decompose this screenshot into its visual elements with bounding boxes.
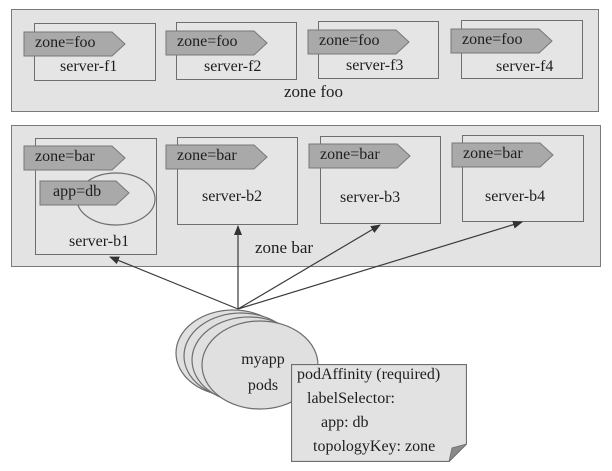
server-name: server-f1 xyxy=(60,58,118,75)
server-name: server-b4 xyxy=(485,188,546,205)
server-name: server-b1 xyxy=(69,233,130,250)
label-tag-zone-bar: zone=bar xyxy=(23,145,126,171)
label-tag-zone-foo: zone=foo xyxy=(450,28,553,54)
note-fold-corner xyxy=(448,443,467,462)
note-line-app-db: app: db xyxy=(321,414,369,431)
pods-label-line2: pods xyxy=(247,377,279,394)
arrow-to-server-b3 xyxy=(237,224,381,310)
label-tag-zone-bar: zone=bar xyxy=(451,142,554,168)
note-line-podaffinity: podAffinity (required) xyxy=(297,366,441,383)
arrow-to-server-b4 xyxy=(237,220,523,310)
label-tag-zone-bar: zone=bar xyxy=(165,144,268,170)
label-tag-zone-foo: zone=foo xyxy=(23,31,126,57)
arrow-to-server-b1 xyxy=(109,256,239,310)
note-line-labelselector: labelSelector: xyxy=(307,390,395,407)
label-tag-app-db: app=db xyxy=(39,180,130,206)
note-line-topologykey: topologyKey: zone xyxy=(313,438,436,455)
server-name: server-f3 xyxy=(346,57,404,74)
server-name: server-f4 xyxy=(496,58,554,75)
server-name: server-b2 xyxy=(202,188,263,205)
pod-affinity-note: podAffinity (required) labelSelector: ap… xyxy=(291,364,467,462)
pods-label-line1: myapp xyxy=(241,351,285,368)
label-tag-zone-foo: zone=foo xyxy=(307,29,410,55)
label-tag-zone-foo: zone=foo xyxy=(165,30,268,56)
server-name: server-f2 xyxy=(204,58,262,75)
server-name: server-b3 xyxy=(340,189,401,206)
label-tag-zone-bar: zone=bar xyxy=(308,143,411,169)
zone-foo-label: zone foo xyxy=(284,82,344,101)
pods-label: myapp pods xyxy=(228,347,298,399)
zone-bar-label: zone bar xyxy=(255,238,314,257)
